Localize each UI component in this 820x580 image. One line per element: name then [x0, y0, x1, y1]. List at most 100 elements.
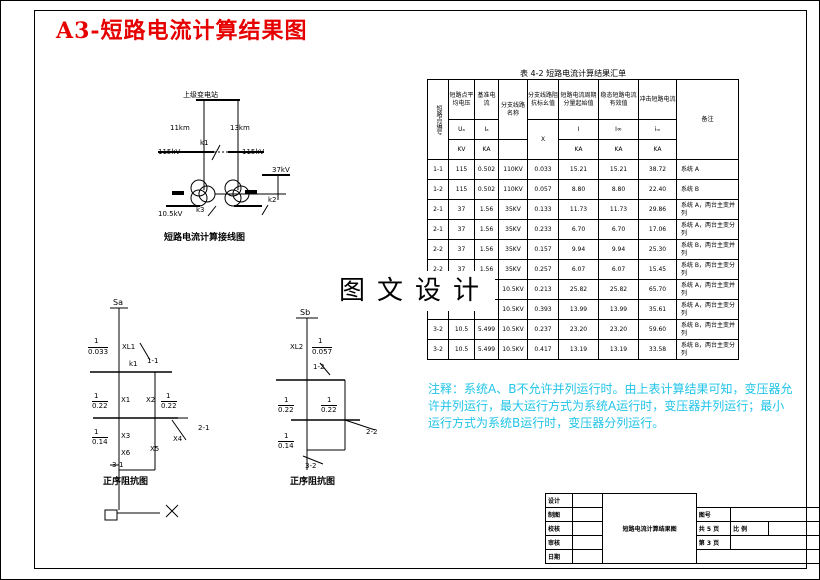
table-cell: 6.07: [598, 259, 639, 280]
table-cell: 59.60: [638, 319, 677, 340]
table-cell: 110KV: [498, 179, 528, 200]
tb-scale: 比 例: [730, 521, 770, 536]
hdr-point: 短路点编号: [427, 79, 449, 160]
x5-label: X5: [150, 445, 160, 453]
xl2-num: 1: [318, 337, 323, 345]
fault-a-k1-tag: 1-1: [147, 357, 159, 365]
table-cell: 10.5KV: [498, 319, 528, 340]
fault-a-k1: k1: [129, 360, 138, 368]
b-x3-den: 0.14: [278, 441, 294, 450]
table-cell: 35KV: [498, 239, 528, 260]
xl1-den: 0.033: [88, 347, 109, 356]
table-cell: 6.70: [598, 219, 639, 240]
table-cell: 1.56: [474, 199, 499, 220]
hdr-impedance: 分支线路阻抗标幺值: [527, 79, 559, 120]
table-cell: 115: [448, 159, 475, 180]
table-cell: 5.499: [474, 339, 499, 360]
x2-num: 1: [166, 392, 171, 400]
table-cell: 系统 B，两台主变分列: [676, 339, 739, 360]
tb-drawing-no: 图号: [695, 507, 732, 522]
table-cell: 0.417: [527, 339, 559, 360]
table-cell: 25.30: [638, 239, 677, 260]
fault-a-k3: 3-1: [112, 461, 124, 469]
tb-draw: 制图: [544, 507, 574, 522]
hdr-impulse: 冲击短路电流: [638, 79, 677, 120]
table-cell: 系统 A，两台主变分列: [676, 299, 739, 320]
fault-b-k3: 3-2: [305, 462, 317, 470]
table-cell: 6.70: [558, 219, 599, 240]
bus-b-label: Sb: [300, 308, 311, 317]
table-cell: 11.73: [598, 199, 639, 220]
b-x1-den: 0.22: [278, 405, 294, 414]
hdr-branch: 分支线路名称: [498, 79, 528, 140]
bus-a-label: Sa: [113, 298, 123, 307]
sym-i2: I: [558, 119, 599, 140]
table-cell: 33.58: [638, 339, 677, 360]
table-cell: 1.56: [474, 219, 499, 240]
tb-design: 设计: [544, 493, 574, 508]
table-cell: 13.19: [558, 339, 599, 360]
results-table-title: 表 4-2 短路电流计算结果汇单: [520, 69, 627, 78]
table-cell: 系统 B，两台主变并列: [676, 239, 739, 260]
line-left-label: 11km: [170, 124, 190, 132]
sym-iinf: I∞: [598, 119, 639, 140]
results-table: 短路点编号 短路点平均电压 基准电流 分支线路名称 分支线路阻抗标幺值 短路电流…: [427, 79, 739, 360]
table-cell: 13.99: [598, 299, 639, 320]
fault-b-k1-tag: 1-2: [313, 363, 325, 371]
wiring-caption: 短路电流计算接线图: [164, 233, 246, 243]
hdr-voltage: 短路点平均电压: [448, 79, 475, 120]
fault-a-k2: 2-1: [198, 424, 210, 432]
table-cell: 10.5KV: [498, 299, 528, 320]
table-cell: 35KV: [498, 219, 528, 240]
table-cell: 65.70: [638, 279, 677, 300]
diagram-a-caption: 正序阻抗图: [103, 477, 149, 487]
fault-k3-label: k3: [196, 206, 205, 214]
xl2-den: 0.057: [312, 347, 333, 356]
table-cell: 6.07: [558, 259, 599, 280]
x1-label: X1: [121, 396, 131, 404]
voltage-115b-label: 115kV: [242, 148, 265, 156]
table-cell: 38.72: [638, 159, 677, 180]
b-x1-num: 1: [284, 396, 289, 404]
b-x3-num: 1: [284, 432, 289, 440]
watermark: 图文设计: [335, 271, 495, 311]
table-cell: 13.99: [558, 299, 599, 320]
table-cell: 3-2: [427, 319, 449, 340]
table-cell: 2-2: [427, 239, 449, 260]
analysis-note: 注释：系统A、B不允许并列运行时。由上表计算结果可知，变压器允许并列运行，最大运…: [428, 382, 793, 430]
line-right-label: 13km: [230, 124, 250, 132]
table-cell: 5.499: [474, 319, 499, 340]
tb-page: 第 3 页: [695, 535, 732, 550]
table-cell: 15.21: [598, 159, 639, 180]
sym-im: iₘ: [638, 119, 677, 140]
x4-label: X4: [173, 435, 183, 443]
impedance-diagram-a: [90, 307, 188, 521]
table-cell: 系统 A，两台主变并列: [676, 279, 739, 300]
x1-num: 1: [94, 392, 99, 400]
table-cell: 3-2: [427, 339, 449, 360]
table-cell: 13.19: [598, 339, 639, 360]
table-cell: 29.86: [638, 199, 677, 220]
fault-b-k2: 2-2: [366, 428, 378, 436]
table-cell: 系统 A: [676, 159, 739, 180]
table-cell: 9.94: [598, 239, 639, 260]
x3-label: X3: [121, 432, 131, 440]
table-cell: 系统 B，两台主变分列: [676, 259, 739, 280]
table-cell: 11.73: [558, 199, 599, 220]
fault-k1-label: k1: [200, 139, 209, 147]
drawing-border: [34, 10, 807, 569]
table-cell: 系统 B，两台主变并列: [676, 319, 739, 340]
tb-drawing-name: 短路电流计算结果图: [602, 493, 697, 564]
table-cell: 系统 A，两台主变分列: [676, 219, 739, 240]
table-cell: 2-1: [427, 199, 449, 220]
table-cell: 0.213: [527, 279, 559, 300]
table-cell: 10.5KV: [498, 339, 528, 360]
b-x2-den: 0.22: [321, 405, 337, 414]
impedance-diagram-b: [276, 317, 376, 470]
table-cell: 23.20: [598, 319, 639, 340]
hdr-steady: 稳态短路电流有效值: [598, 79, 639, 120]
table-cell: 25.82: [558, 279, 599, 300]
